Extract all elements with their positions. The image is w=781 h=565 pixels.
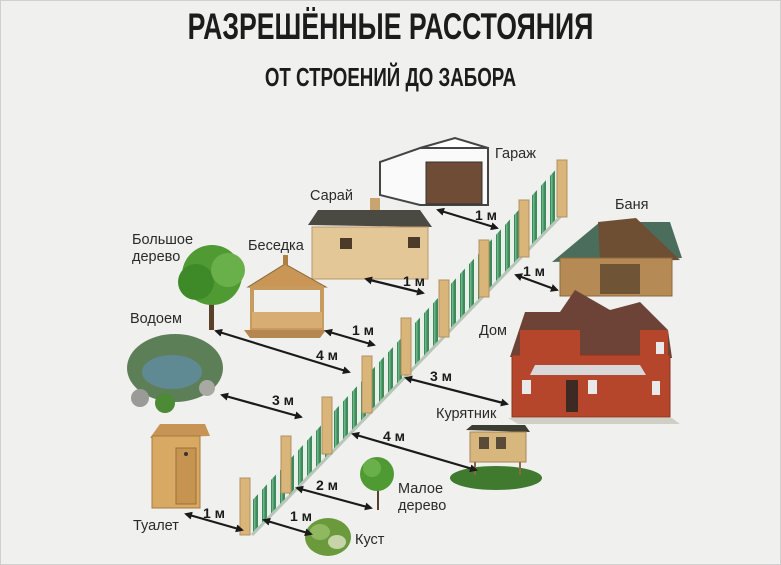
arrow-house [404, 375, 509, 407]
page-subtitle: ОТ СТРОЕНИЙ ДО ЗАБОРА [264, 62, 517, 92]
fence [239, 159, 568, 537]
pond-illustration [127, 334, 223, 413]
distance-bathhouse: 1 м [523, 263, 546, 279]
distance-shed: 1 м [403, 273, 426, 289]
label-garage: Гараж [495, 146, 536, 162]
distance-small-tree: 2 м [316, 477, 339, 493]
label-gazebo: Беседка [248, 238, 304, 254]
bush-illustration [305, 518, 351, 556]
arrow-pond [220, 392, 303, 420]
small-tree-illustration [360, 457, 394, 510]
distance-bush: 1 м [290, 508, 313, 524]
distance-arrows [184, 207, 559, 537]
distance-big-tree: 4 м [316, 347, 339, 363]
big-tree-illustration [178, 245, 245, 330]
label-toilet: Туалет [133, 518, 179, 534]
label-small-tree-line2: дерево [398, 498, 447, 514]
toilet-illustration [150, 424, 210, 509]
distance-toilet: 1 м [203, 505, 226, 521]
label-big-tree-line2: дерево [132, 249, 181, 265]
chicken-coop-illustration [450, 425, 542, 490]
arrow-garage [436, 207, 499, 231]
label-small-tree-line1: Малое [398, 481, 444, 497]
label-bathhouse: Баня [615, 197, 649, 213]
label-big-tree-line1: Большое [132, 232, 194, 248]
distance-pond: 3 м [272, 392, 295, 408]
arrow-big-tree [214, 328, 351, 375]
page-title: РАЗРЕШЁННЫЕ РАССТОЯНИЯ [187, 6, 594, 47]
label-bush: Куст [355, 532, 385, 548]
arrow-bathhouse [514, 273, 559, 292]
arrow-bush [262, 517, 313, 537]
garage-illustration [379, 136, 489, 206]
shed-illustration [308, 198, 432, 280]
bathhouse-illustration [552, 218, 682, 297]
house-illustration [508, 290, 680, 424]
label-shed: Сарай [310, 188, 353, 204]
label-house: Дом [479, 323, 508, 339]
arrow-shed [364, 276, 425, 296]
label-chicken-coop: Курятник [436, 406, 497, 422]
distance-gazebo: 1 м [352, 322, 375, 338]
arrow-small-tree [295, 485, 373, 511]
distance-chicken-coop: 4 м [383, 428, 406, 444]
label-pond: Водоем [130, 311, 182, 327]
distance-garage: 1 м [475, 207, 498, 223]
arrow-chicken-coop [351, 431, 478, 473]
arrow-toilet [184, 511, 244, 533]
distance-house: 3 м [430, 368, 453, 384]
